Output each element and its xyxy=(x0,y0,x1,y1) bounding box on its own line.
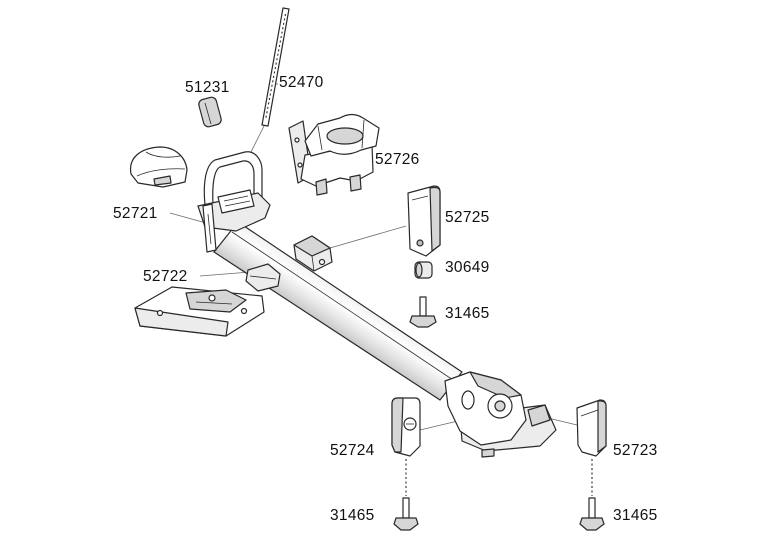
t-bolt-rear-right xyxy=(579,497,605,531)
callout-52722: 52722 xyxy=(143,268,188,285)
leader-lines xyxy=(169,83,578,431)
main-tube xyxy=(213,221,463,401)
leader-end-cap-to-clamp xyxy=(329,225,407,249)
callout-30649: 30649 xyxy=(445,259,490,276)
end-cap-front xyxy=(407,185,441,257)
middle-clamp xyxy=(293,235,333,272)
callout-52470: 52470 xyxy=(279,74,324,91)
strap xyxy=(261,7,290,127)
callout-labels: 51231 52470 52726 52721 52725 30649 5272… xyxy=(113,74,658,524)
leader-rear-cap-right xyxy=(547,417,578,426)
callout-31465-front: 31465 xyxy=(445,305,490,322)
callout-52721: 52721 xyxy=(113,205,158,222)
wheel-cup xyxy=(129,146,188,188)
strap-pad xyxy=(198,96,222,128)
frame-holder xyxy=(288,113,380,196)
end-cap-rear-right xyxy=(576,399,607,457)
t-bolt-front xyxy=(409,296,437,328)
callout-52725: 52725 xyxy=(445,209,490,226)
end-cap-rear-left xyxy=(391,397,421,457)
wheel-holder xyxy=(197,151,271,253)
callout-52726: 52726 xyxy=(375,151,420,168)
callout-31465-rear-left: 31465 xyxy=(330,507,375,524)
leader-wheel-cup xyxy=(169,212,207,224)
t-bolt-rear-left xyxy=(393,497,419,531)
mount-plate xyxy=(134,286,265,337)
rear-clamp xyxy=(444,371,557,458)
callout-52724: 52724 xyxy=(330,442,375,459)
callout-52723: 52723 xyxy=(613,442,658,459)
spacer xyxy=(414,261,433,279)
callout-31465-rear-right: 31465 xyxy=(613,507,658,524)
callout-51231: 51231 xyxy=(185,79,230,96)
tube-bracket xyxy=(245,263,281,292)
leader-mount-plate xyxy=(199,271,251,277)
